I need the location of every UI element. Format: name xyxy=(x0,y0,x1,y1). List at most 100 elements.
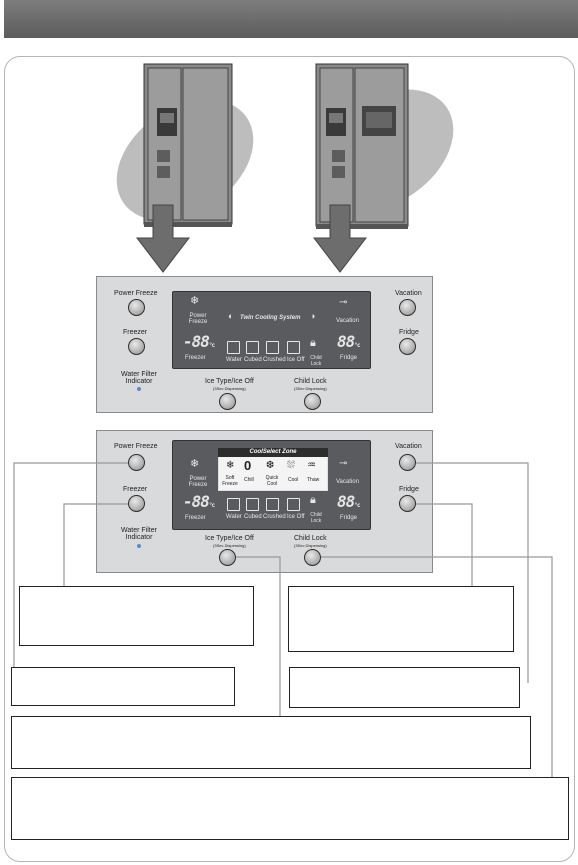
lock-icon-2: 🔒︎ xyxy=(310,494,316,506)
twin-cooling-banner: Twin Cooling System xyxy=(240,315,301,321)
vacation-label-1: Vacation xyxy=(395,290,422,297)
leader-power-freeze xyxy=(13,462,128,667)
water-display-label-2: Water xyxy=(226,514,242,520)
leader-fridge xyxy=(416,503,473,586)
cubed-display-label-1: Cubed xyxy=(244,357,262,363)
display-panel-1 xyxy=(172,291,371,369)
leader-child-lock xyxy=(321,556,553,777)
freezer-unit-2: °c xyxy=(208,502,215,509)
freezer-label-1: Freezer xyxy=(123,329,148,336)
child-lock-display-label-2: Child Lock xyxy=(310,512,322,524)
child-lock-label-text-2: Child Lock xyxy=(294,535,327,542)
power-freeze-display-2: Power Freeze xyxy=(188,476,208,488)
thaw-icon: ♒ xyxy=(307,460,316,471)
power-freeze-display-1: Power Freeze xyxy=(188,313,208,325)
water-filter-indicator-light-1 xyxy=(137,387,141,391)
fridge-button-1[interactable] xyxy=(399,338,416,355)
freezer-display-label-1: Freezer xyxy=(185,355,206,361)
ice-off-icon-2 xyxy=(287,498,300,511)
refrigerator-illustrations xyxy=(116,63,454,273)
fridge-temp-digits-2: 88°c xyxy=(337,492,361,514)
water-icon-1 xyxy=(227,341,240,354)
fridge-unit-2: °c xyxy=(354,502,360,509)
twin-cooling-swirl-icon-right: ◑ xyxy=(310,311,316,321)
child-lock-button-2[interactable] xyxy=(304,549,321,566)
snowflake-icon-1: ❄ xyxy=(190,295,200,307)
ice-off-display-label-2: Ice Off xyxy=(287,514,305,520)
page-header-bar xyxy=(4,0,578,38)
crushed-icon-2 xyxy=(266,498,279,511)
ice-type-label-sub-1: (3Sec Dispensing) xyxy=(213,386,246,391)
child-lock-display-label-1: Child Lock xyxy=(310,355,322,367)
power-freeze-button-1[interactable] xyxy=(128,299,145,316)
water-filter-indicator-light-2 xyxy=(137,544,141,548)
freezer-digits-text-1: -88 xyxy=(183,332,210,351)
freezer-display-label-2: Freezer xyxy=(185,515,206,521)
vacation-label-2: Vacation xyxy=(395,443,422,450)
leader-vacation xyxy=(416,462,529,683)
fridge-digits-text-1: 88 xyxy=(337,332,355,351)
fridge-temp-digits-1: 88°c xyxy=(337,332,361,354)
ice-type-label-text-2: Ice Type/Ice Off xyxy=(205,535,254,542)
vacation-plug-icon-2: ⊸ xyxy=(339,458,348,469)
chill-temp-digit: 0 xyxy=(244,458,252,473)
cubed-display-label-2: Cubed xyxy=(244,514,262,520)
fridge-digits-text-2: 88 xyxy=(337,492,355,511)
fridge-left-image xyxy=(143,63,233,227)
vacation-plug-icon-1: ⊸ xyxy=(339,297,348,308)
vacation-display-2: Vacation xyxy=(336,479,359,485)
vacation-button-1[interactable] xyxy=(399,299,416,316)
lock-icon-1: 🔒︎ xyxy=(310,337,316,349)
ice-type-label-sub-2: (3Sec Dispensing) xyxy=(213,543,246,548)
water-filter-indicator-label-2: Water Filter Indicator xyxy=(121,527,157,541)
child-lock-button-1[interactable] xyxy=(304,393,321,410)
leader-freezer xyxy=(63,503,128,586)
water-display-label-1: Water xyxy=(226,357,242,363)
ice-type-label-text-1: Ice Type/Ice Off xyxy=(205,378,254,385)
callout-box-fridge xyxy=(288,586,514,652)
cool-icon: ⛆ xyxy=(287,460,295,471)
child-lock-label-text-1: Child Lock xyxy=(294,378,327,385)
zone-cool: Cool xyxy=(288,477,299,483)
crushed-icon-1 xyxy=(266,341,279,354)
crushed-display-label-1: Crushed xyxy=(263,357,286,363)
callout-box-ice-type xyxy=(11,716,531,769)
freezer-temp-digits-2: -88°c xyxy=(183,494,215,514)
cubed-icon-1 xyxy=(246,341,259,354)
ice-off-icon-1 xyxy=(287,341,300,354)
ice-type-button-label-1: Ice Type/Ice Off (3Sec Dispensing) xyxy=(205,378,254,392)
zone-soft-freeze: Soft Freeze xyxy=(222,475,238,487)
child-lock-button-label-1: Child Lock (3Sec Dispensing) xyxy=(294,378,327,392)
cubed-icon-2 xyxy=(246,498,259,511)
power-freeze-button-2[interactable] xyxy=(128,454,145,471)
vacation-button-2[interactable] xyxy=(399,454,416,471)
fridge-label-2: Fridge xyxy=(399,486,419,493)
ice-type-button-1[interactable] xyxy=(219,393,236,410)
fridge-right-image xyxy=(315,63,409,229)
arrow-left xyxy=(135,204,191,273)
fridge-button-2[interactable] xyxy=(399,495,416,512)
fridge-display-label-1: Fridge xyxy=(340,355,358,361)
snowflake-icon-2: ❄ xyxy=(190,458,200,470)
leader-ice-type xyxy=(236,556,281,717)
zone-thaw: Thaw xyxy=(307,477,320,483)
coolselect-zone-title: CoolSelect Zone xyxy=(218,448,328,457)
zone-chill: Chill xyxy=(244,477,254,483)
callout-box-vacation xyxy=(289,667,520,708)
twin-cooling-swirl-icon-left: ◐ xyxy=(228,311,234,321)
callout-box-child-lock xyxy=(11,777,569,840)
zone-quick-cool: Quick Cool xyxy=(265,475,279,487)
arrow-right xyxy=(312,204,368,273)
freezer-button-2[interactable] xyxy=(128,495,145,512)
callout-box-freezer xyxy=(19,586,254,646)
ice-off-display-label-1: Ice Off xyxy=(287,357,305,363)
child-lock-button-label-2: Child Lock (3Sec Dispensing) xyxy=(294,535,327,549)
water-icon-2 xyxy=(227,498,240,511)
callout-box-power-freeze xyxy=(11,667,235,706)
freezer-button-1[interactable] xyxy=(128,338,145,355)
quick-cool-icon: ❆ xyxy=(266,460,275,471)
freezer-unit-1: °c xyxy=(208,342,215,349)
ice-type-button-2[interactable] xyxy=(219,549,236,566)
fridge-unit-1: °c xyxy=(354,342,360,349)
